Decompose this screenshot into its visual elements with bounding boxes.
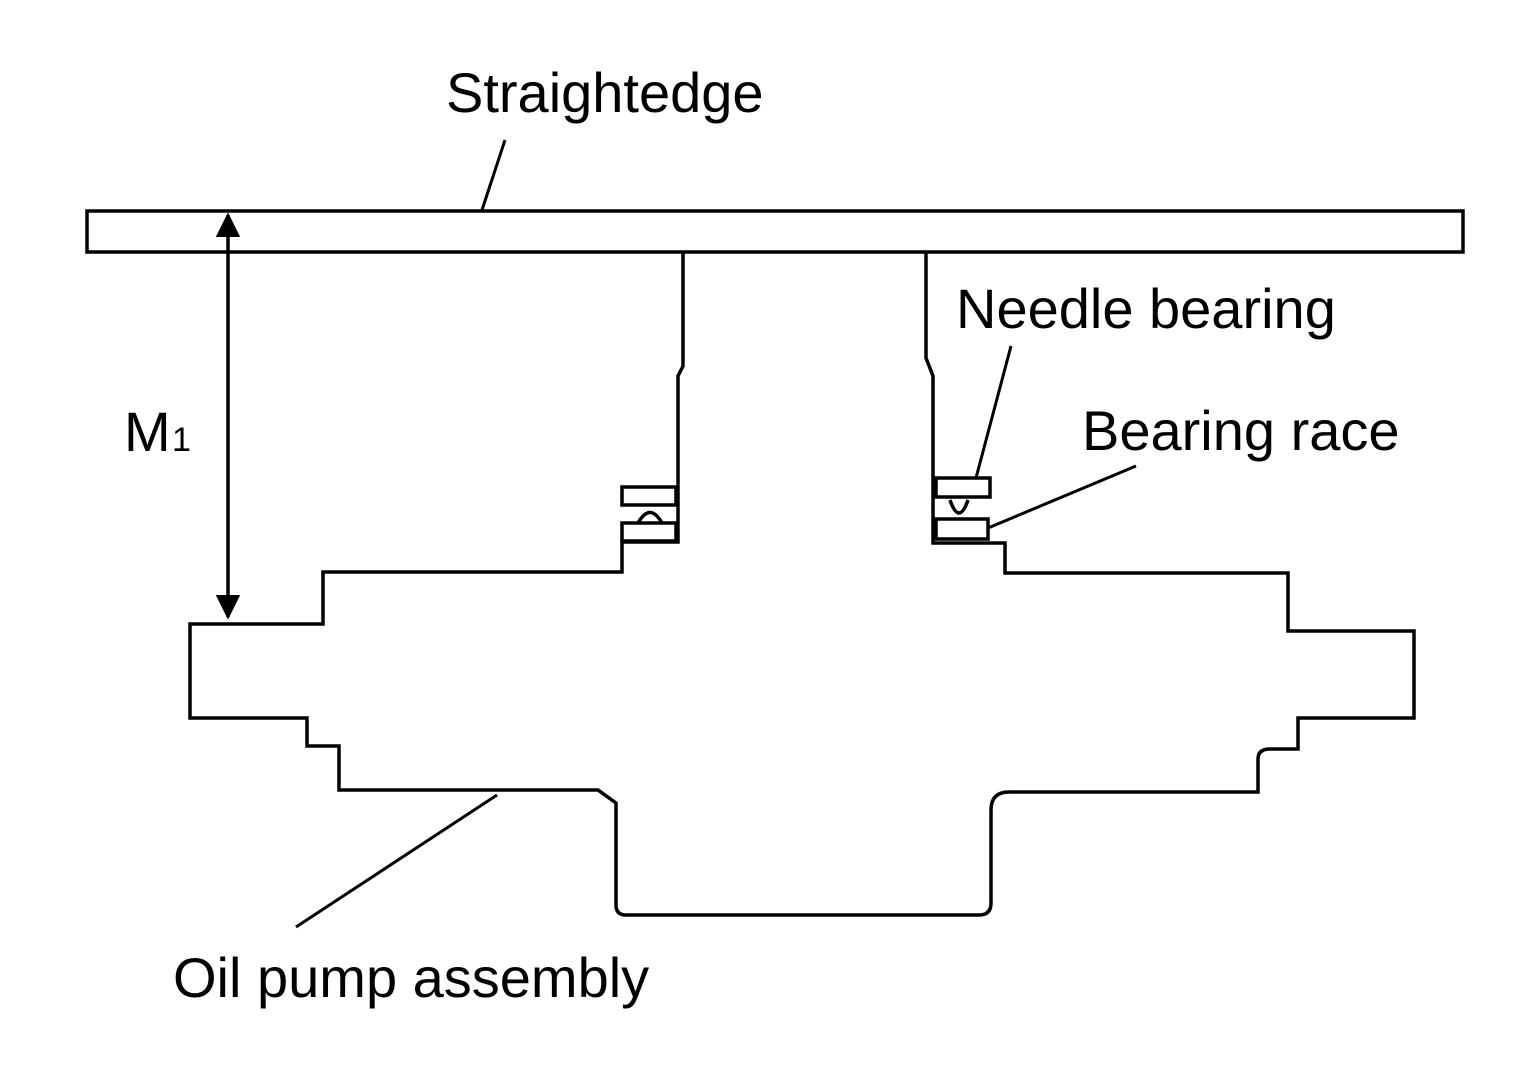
straightedge-label: Straightedge <box>446 61 764 124</box>
left-bearing-top-race <box>620 485 678 507</box>
right-needle-roller <box>948 499 970 515</box>
oil-pump-assembly-leader <box>295 793 498 929</box>
bearing-race-leader <box>987 464 1137 530</box>
right-bearing-bottom-race <box>934 517 990 541</box>
oil-pump-assembly-label: Oil pump assembly <box>173 946 649 1009</box>
left-needle-roller <box>636 510 664 524</box>
bearing-race-label: Bearing race <box>1082 399 1400 462</box>
dimension-label-subscript: 1 <box>172 421 191 459</box>
needle-bearing-leader <box>974 345 1013 479</box>
left-bearing-stack <box>620 485 678 543</box>
dimension-label: M <box>124 400 171 463</box>
straightedge-leader <box>480 139 507 211</box>
straightedge-bar <box>85 209 1465 254</box>
right-bearing-stack <box>934 476 992 541</box>
oil-pump-assembly-outline <box>188 252 1416 917</box>
right-bearing-top-race <box>934 476 992 499</box>
left-bearing-bottom-race <box>620 521 678 543</box>
needle-bearing-label: Needle bearing <box>956 277 1336 340</box>
